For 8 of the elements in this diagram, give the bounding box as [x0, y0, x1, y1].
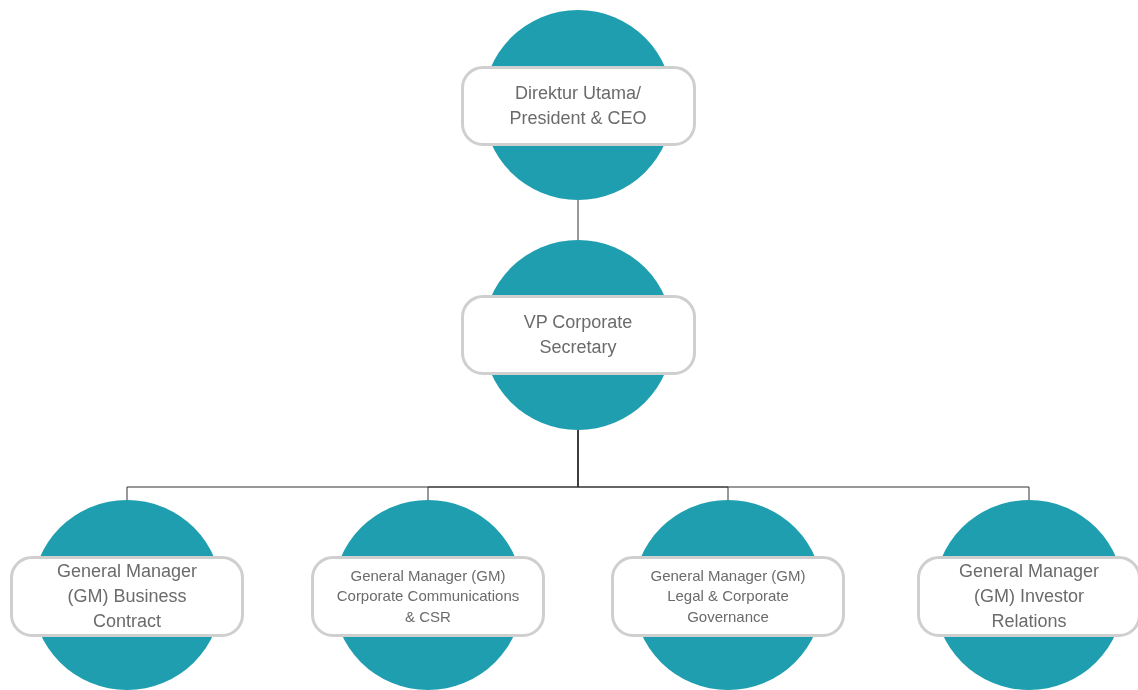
title-box: VP Corporate Secretary: [460, 295, 696, 375]
title-box: General Manager (GM) Corporate Communications & CSR: [311, 556, 545, 637]
connector-line: [577, 429, 1030, 501]
title-box: Direktur Utama/ President & CEO: [460, 66, 696, 146]
connector-line: [577, 199, 579, 241]
title-box: General Manager (GM) Business Contract: [10, 556, 244, 637]
title-box: General Manager (GM) Investor Relations: [917, 556, 1138, 637]
title-box: General Manager (GM) Legal & Corporate Governance: [611, 556, 845, 637]
